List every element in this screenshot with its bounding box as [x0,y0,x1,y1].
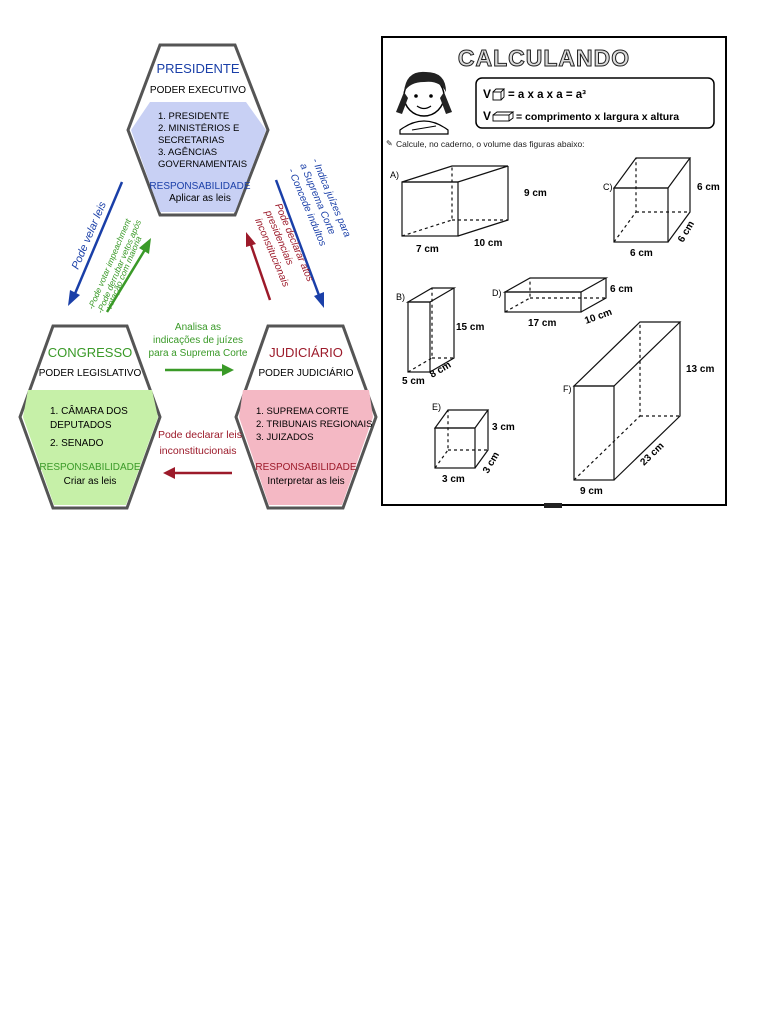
legislative-fill [23,390,158,505]
dimension-depth: 10 cm [474,238,502,249]
judiciary-item: 1. SUPREMA CORTE [256,406,349,417]
judiciary-resp-label: RESPONSABILIDADE [255,462,356,473]
pencil-icon: ✎ [386,139,393,148]
executive-item: 3. AGÊNCIAS [158,147,217,158]
figure-label: C) [603,182,613,192]
dimension-length: 17 cm [528,318,556,329]
legislative-resp-label: RESPONSABILIDADE [39,462,140,473]
dimension-length: 7 cm [416,244,439,255]
worksheet: CALCULANDO V = a x a x a = a³ V [381,36,727,508]
dimension-length: 6 cm [630,248,653,259]
arrow-head [246,232,256,247]
arrow-line [274,179,322,299]
dimension-height: 6 cm [697,182,720,193]
page-mark [544,503,562,508]
volume-symbol: V [483,109,491,123]
instruction-text: Calcule, no caderno, o volume das figura… [396,139,585,149]
relation-label: inconstitucionais [159,445,236,457]
arrow-head [68,290,80,306]
figure-c: C) 6 cm 6 cm 6 cm [603,157,720,259]
figure-label: D) [492,288,502,298]
judiciary-title: JUDICIÁRIO [269,345,343,360]
judiciary-resp-value: Interpretar as leis [267,476,344,487]
legislative-item: 2. SENADO [50,438,104,449]
dimension-height: 15 cm [456,322,484,333]
executive-item: 2. MINISTÉRIOS E [158,123,239,134]
arrow-line [105,247,148,313]
executive-item: 1. PRESIDENTE [158,111,229,122]
formula-cube: = a x a x a = a³ [508,89,586,101]
dimension-length: 3 cm [442,474,465,485]
worksheet-title: CALCULANDO [458,45,630,71]
arrow-leg-to-jud: Analisa as indicações de juízes para a S… [149,322,248,376]
arrow-head [222,364,234,376]
box-formula: V = comprimento x largura x altura [483,109,679,123]
cube-formula: V = a x a x a = a³ [483,87,586,101]
girl-illustration [396,71,452,135]
relation-label: indicações de juízes [153,335,243,346]
judiciary-fill [239,390,373,505]
arrow-head [163,467,175,479]
executive-hexagon: PRESIDENTE PODER EXECUTIVO 1. PRESIDENTE… [126,43,270,217]
box-icon [492,111,515,122]
judiciary-subtitle: PODER JUDICIÁRIO [258,366,353,379]
executive-resp-label: RESPONSABILIDADE [149,181,250,192]
figure-label: A) [390,170,399,180]
legislative-hexagon: CONGRESSO PODER LEGISLATIVO 1. CÂMARA DO… [18,324,162,510]
executive-title: PRESIDENTE [156,61,239,76]
legislative-resp-value: Criar as leis [64,476,117,487]
relation-label: Analisa as [175,322,221,333]
executive-subtitle: PODER EXECUTIVO [150,85,246,96]
judiciary-hexagon: JUDICIÁRIO PODER JUDICIÁRIO 1. SUPREMA C… [234,324,378,510]
dimension-height: 3 cm [492,422,515,433]
legislative-item: DEPUTADOS [50,420,112,431]
formula-box [475,77,715,129]
executive-header-bg [150,80,246,102]
executive-item: GOVERNAMENTAIS [158,159,247,170]
executive-item: SECRETARIAS [158,135,224,146]
figure-a: A) 9 cm 7 cm 10 cm [390,165,547,255]
arrow-head [314,292,324,308]
relation-label: Pode declarar leis [158,429,242,441]
figure-label: B) [396,292,405,302]
formula-box-text: = comprimento x largura x altura [516,111,679,123]
figure-label: E) [432,402,441,412]
judiciary-item: 2. TRIBUNAIS REGIONAIS [256,419,373,430]
arrow-jud-to-leg: Pode declarar leis inconstitucionais [158,429,242,479]
legislative-item: 1. CÂMARA DOS [50,404,128,417]
executive-resp-value: Aplicar as leis [169,193,231,204]
arrow-line [72,181,124,297]
arrow-head [139,238,151,254]
arrow-line [248,241,272,301]
dimension-length: 5 cm [402,376,425,387]
judiciary-item: 3. JUIZADOS [256,432,314,443]
volume-symbol: V [483,87,491,101]
dimension-height: 6 cm [610,284,633,295]
relation-label: para a Suprema Corte [149,348,248,359]
dimension-height: 9 cm [524,188,547,199]
figure-label: F) [563,384,572,394]
executive-fill [131,102,266,212]
cube-icon [492,88,506,101]
separation-of-powers-diagram: PRESIDENTE PODER EXECUTIVO 1. PRESIDENTE… [18,43,378,510]
dimension-length: 9 cm [580,486,603,497]
dimension-height: 13 cm [686,364,714,375]
legislative-title: CONGRESSO [48,345,133,360]
legislative-subtitle: PODER LEGISLATIVO [39,368,142,379]
